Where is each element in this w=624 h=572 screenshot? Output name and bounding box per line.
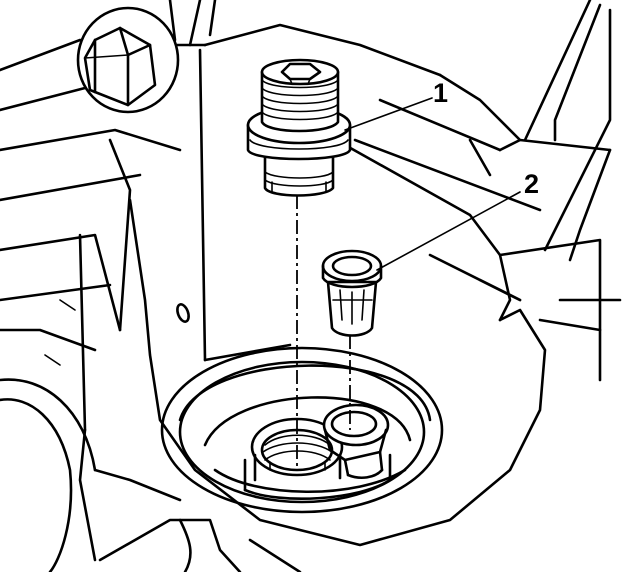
hex-bolt bbox=[76, 6, 180, 114]
filter-mount-boss bbox=[160, 346, 444, 514]
plug-part bbox=[246, 58, 352, 197]
callout-1: 1 bbox=[433, 78, 448, 108]
callout-2: 2 bbox=[524, 169, 539, 199]
sleeve-bore bbox=[322, 403, 390, 480]
sleeve-part bbox=[321, 249, 383, 337]
alignment-centerlines bbox=[296, 195, 351, 470]
callout-leaders bbox=[344, 97, 521, 271]
